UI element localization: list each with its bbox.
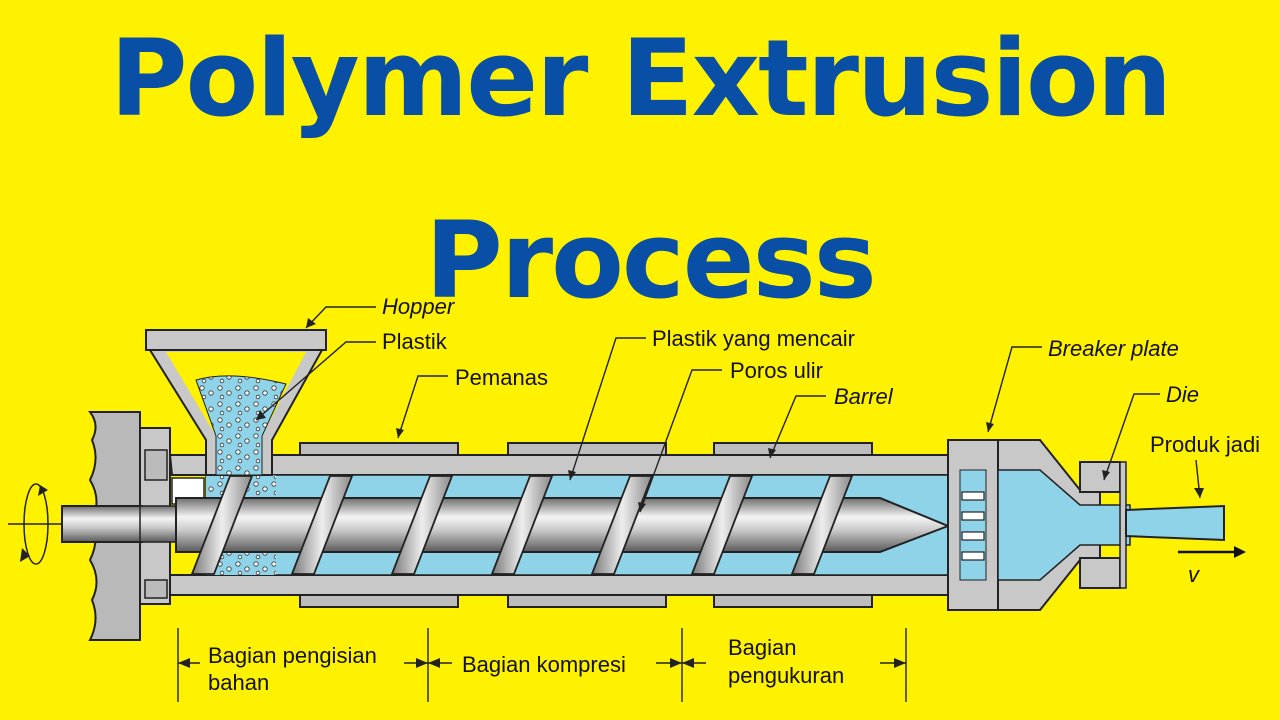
screw — [139, 497, 951, 553]
label-pemanas: Pemanas — [455, 365, 548, 390]
title-line-1: Polymer Extrusion — [109, 17, 1172, 140]
label-plastik: Plastik — [382, 329, 448, 354]
rotation-arrow-icon — [20, 483, 49, 565]
extruded-product — [1125, 504, 1225, 542]
zone-compression: Bagian kompresi — [462, 652, 626, 677]
label-produk-jadi: Produk jadi — [1150, 432, 1260, 457]
velocity-arrow-icon — [1178, 546, 1246, 558]
title-line-2: Process — [425, 199, 877, 322]
label-die: Die — [1166, 382, 1199, 407]
label-hopper: Hopper — [382, 294, 456, 319]
label-plastik-mencair: Plastik yang mencair — [652, 326, 855, 351]
hopper — [145, 329, 327, 476]
breaker-plate — [947, 439, 999, 611]
zone-feed-line2: bahan — [208, 670, 269, 695]
hopper-pellets — [195, 375, 287, 476]
label-velocity: v — [1188, 562, 1201, 587]
label-poros-ulir: Poros ulir — [730, 358, 823, 383]
leader-lines — [255, 306, 1201, 513]
label-barrel: Barrel — [834, 384, 894, 409]
screw-flights — [190, 475, 854, 575]
label-breaker-plate: Breaker plate — [1048, 336, 1179, 361]
zone-metering-line2: pengukuran — [728, 663, 844, 688]
drive-shaft — [8, 505, 143, 543]
zone-metering-line1: Bagian — [728, 635, 797, 660]
zone-feed-line1: Bagian pengisian — [208, 643, 377, 668]
die — [997, 439, 1131, 611]
